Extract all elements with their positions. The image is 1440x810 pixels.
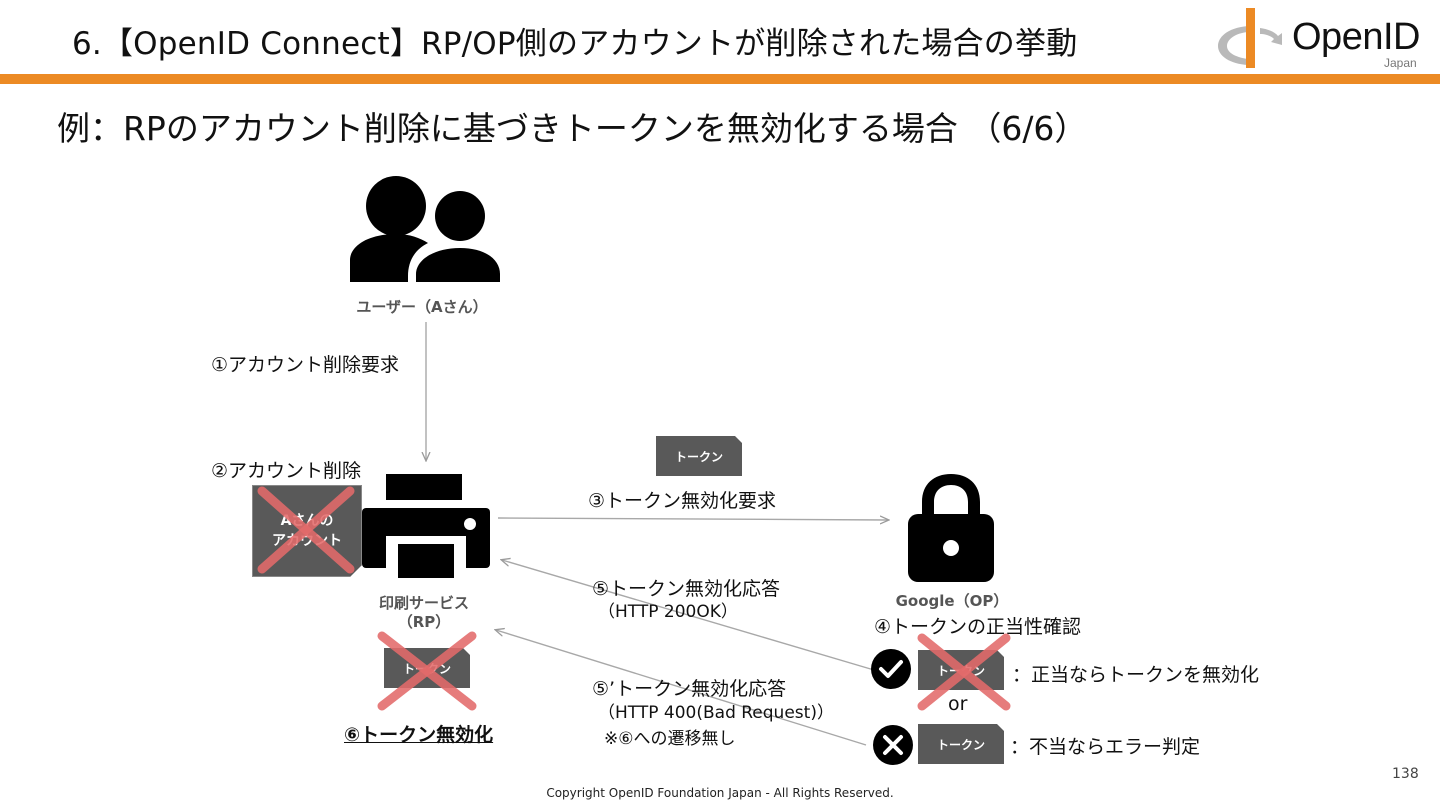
slide-subtitle: 例：RPのアカウント削除に基づきトークンを無効化する場合 （6/6） [57,109,1088,148]
arrow-op-to-rp-200 [502,560,875,671]
page-number: 138 [1392,766,1419,782]
arrow-op-to-rp-400 [496,630,867,746]
or-label: or [948,693,968,715]
cross-mark-icon [257,486,355,574]
check-icon [871,649,911,689]
valid-result-text: ：正当ならトークンを無効化 [1012,664,1260,686]
request-token: トークン [656,436,742,476]
rp-label-line2: （RP） [397,613,451,631]
slide-title: 6.【OpenID Connect】RP/OP側のアカウントが削除された場合の挙… [72,26,1078,62]
logo-text: OpenID [1292,16,1420,58]
copyright: Copyright OpenID Foundation Japan - All … [546,786,894,800]
users-icon [350,176,500,282]
step-2-label: ②アカウント削除 [211,460,362,482]
x-circle-icon [873,725,913,765]
printer-icon [362,474,490,590]
step-1-label: ①アカウント削除要求 [211,354,400,376]
cross-mark-icon [917,633,1011,711]
step-5-prime-note: ※⑥への遷移無し [604,729,736,749]
invalid-token: トークン [918,724,1004,764]
step-6-label: ⑥トークン無効化 [344,724,494,746]
cross-mark-icon [377,631,477,711]
openid-logo: OpenID Japan [1212,2,1432,72]
step-5-label: ⑤トークン無効化応答 [592,578,781,600]
arrow-rp-to-op [497,518,888,520]
step-5-prime-sub: （HTTP 400(Bad Request)） [598,703,834,723]
logo-subtext: Japan [1384,56,1417,70]
step-3-label: ③トークン無効化要求 [588,490,777,512]
op-label: Google（OP） [895,592,1009,610]
invalid-result-text: ：不当ならエラー判定 [1010,736,1201,758]
rp-label-line1: 印刷サービス [378,594,469,612]
lock-icon [908,474,994,582]
step-5-sub: （HTTP 200OK） [598,602,738,622]
step-5-prime-label: ⑤’トークン無効化応答 [592,678,787,700]
openid-logo-mark [1218,8,1282,68]
header-accent-bar [0,74,1440,84]
step-4-label: ④トークンの正当性確認 [874,616,1082,638]
user-label: ユーザー（Aさん） [356,298,488,316]
